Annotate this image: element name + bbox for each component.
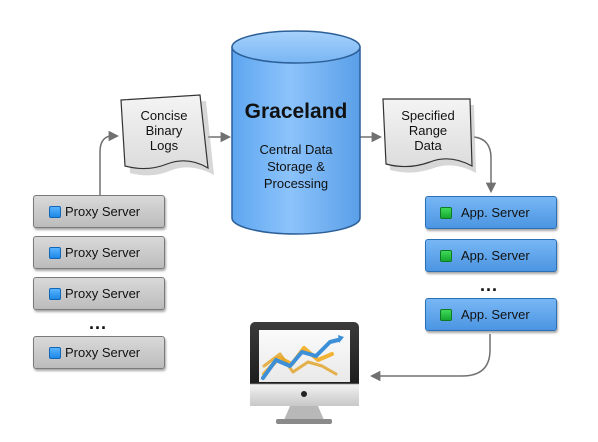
binary-logs-line-2: Binary [145, 123, 183, 138]
proxy-to-logs-connector [99, 130, 120, 195]
proxy-ellipsis: ... [89, 313, 108, 333]
binary-logs-label: Concise Binary Logs [124, 108, 204, 153]
proxy-server-node: Proxy Server [33, 336, 165, 369]
database-title: Graceland [244, 100, 348, 123]
range-data-line-1: Specified [401, 108, 455, 123]
database-description-line-3: Processing [263, 176, 329, 191]
proxy-server-icon [49, 346, 61, 359]
proxy-server-label: Proxy Server [65, 286, 141, 301]
trend-chart-graphic [261, 335, 344, 380]
database-description-line-1: Central Data [259, 142, 333, 157]
range-data-label: Specified Range Data [386, 108, 470, 153]
binary-logs-line-3: Logs [149, 138, 179, 153]
database-description-line-2: Storage & [267, 159, 325, 174]
app-server-node: App. Server [425, 196, 557, 229]
proxy-server-node: Proxy Server [33, 277, 165, 310]
app-server-icon [440, 308, 452, 321]
proxy-server-icon [49, 287, 61, 300]
range-data-line-2: Range [408, 123, 448, 138]
monitor-icon [250, 322, 359, 424]
app-server-label: App. Server [461, 248, 530, 263]
app-server-node: App. Server [425, 239, 557, 272]
app-server-label: App. Server [461, 205, 530, 220]
database-cylinder [231, 30, 361, 235]
proxy-server-label: Proxy Server [65, 345, 141, 360]
database-description: Central Data Storage & Processing [232, 141, 360, 192]
proxy-server-icon [49, 205, 61, 218]
app-server-icon [440, 249, 452, 262]
range-data-document-icon [382, 98, 476, 173]
app-server-node: App. Server [425, 298, 557, 331]
proxy-server-node: Proxy Server [33, 195, 165, 228]
app-ellipsis: ... [480, 275, 499, 295]
app-server-icon [440, 206, 452, 219]
proxy-server-label: Proxy Server [65, 245, 141, 260]
proxy-server-icon [49, 246, 61, 259]
range-data-to-app-connector [473, 136, 497, 194]
app-to-monitor-connector [369, 334, 491, 382]
proxy-server-node: Proxy Server [33, 236, 165, 269]
binary-logs-line-1: Concise [140, 108, 188, 123]
binary-logs-document-icon [120, 94, 214, 176]
range-data-line-3: Data [414, 138, 442, 153]
app-server-label: App. Server [461, 307, 530, 322]
proxy-server-label: Proxy Server [65, 204, 141, 219]
